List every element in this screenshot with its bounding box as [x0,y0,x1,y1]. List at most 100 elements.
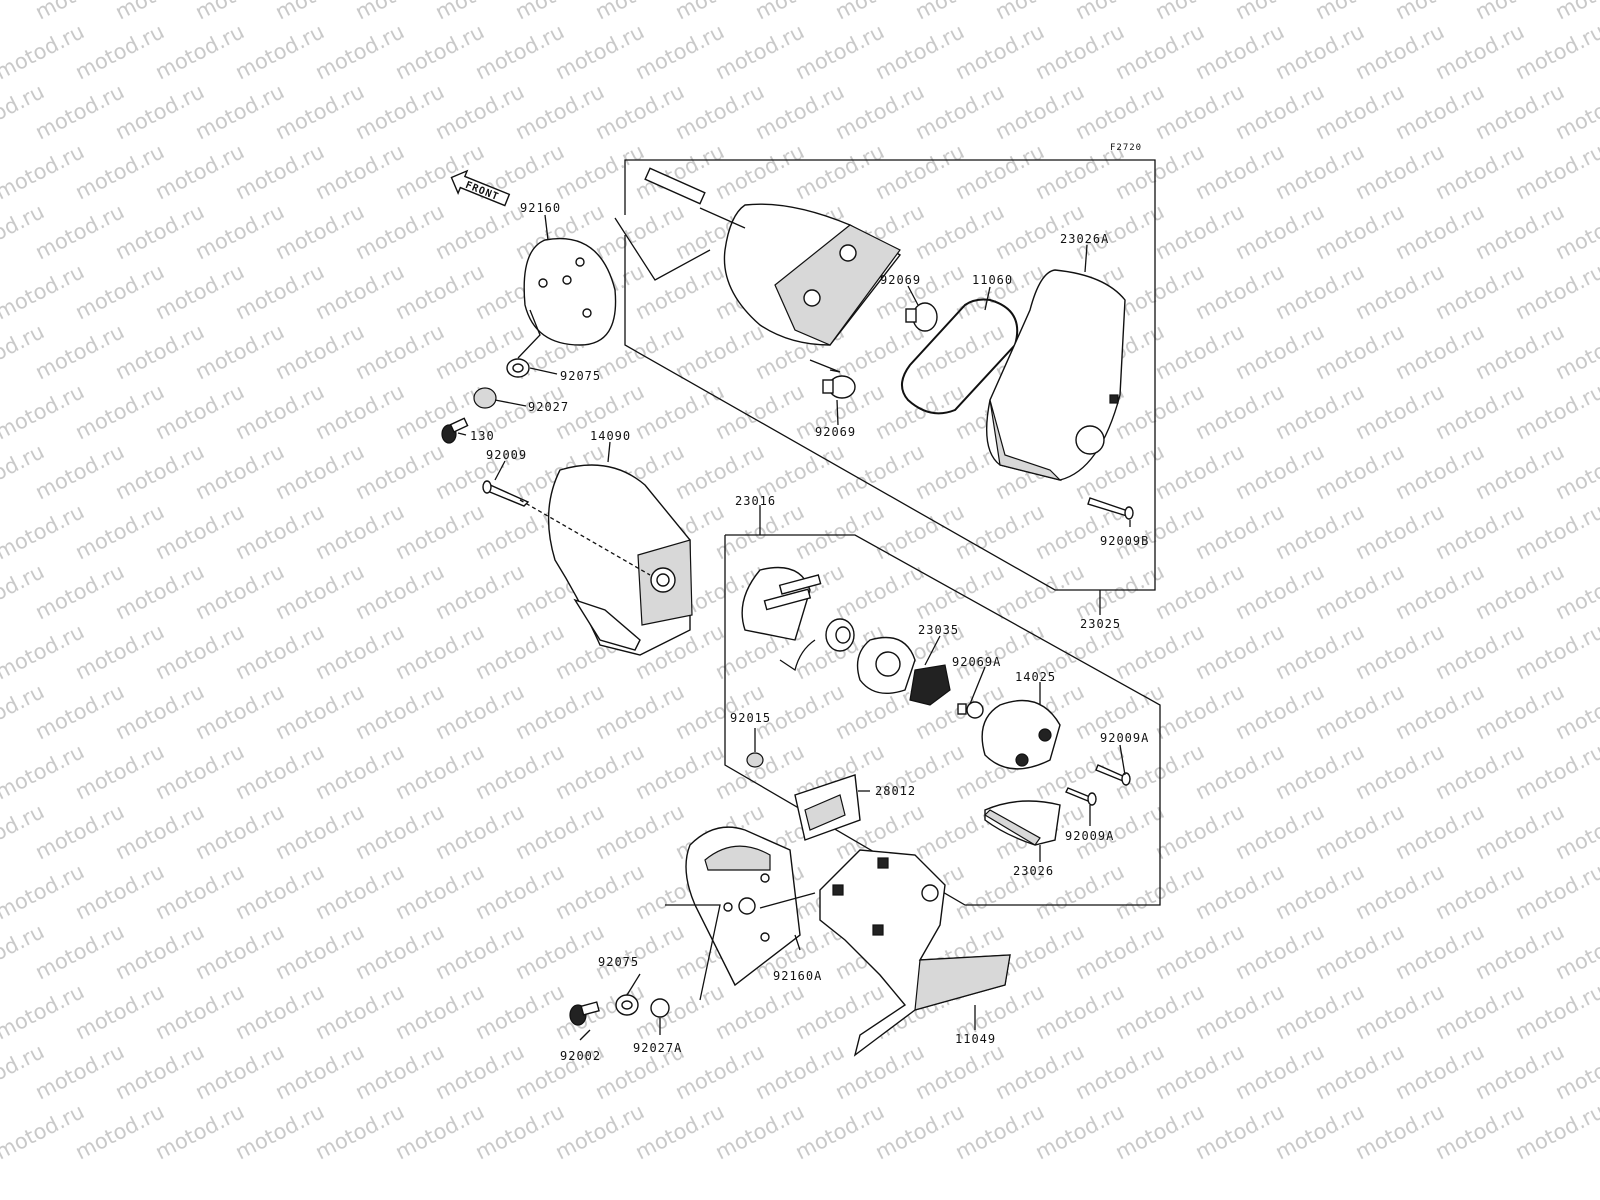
watermark-text: motod.ru [1511,139,1600,204]
part-23016-socket-base [741,566,822,641]
watermark-text: motod.ru [1151,679,1248,744]
watermark-text: motod.ru [1431,259,1528,324]
part-92069A-bulb [957,701,984,719]
watermark-text: motod.ru [391,859,488,924]
watermark-text: motod.ru [831,559,928,624]
watermark-text: motod.ru [591,199,688,264]
watermark-text: motod.ru [391,499,488,564]
watermark-text: motod.ru [111,319,208,384]
watermark-text: motod.ru [1271,259,1368,324]
watermark-text: motod.ru [271,799,368,864]
watermark-text: motod.ru [1391,1039,1488,1104]
watermark-text: motod.ru [1511,859,1600,924]
watermark-text: motod.ru [1191,739,1288,804]
watermark-text: motod.ru [1191,379,1288,444]
watermark-text: motod.ru [1151,1039,1248,1104]
watermark-text: motod.ru [391,19,488,84]
part-14025-cover [981,699,1061,770]
watermark-text: motod.ru [431,199,528,264]
part-92009B-screw [1087,497,1134,520]
watermark-text: motod.ru [1071,559,1168,624]
watermark-text: motod.ru [31,559,128,624]
watermark-text: motod.ru [1351,19,1448,84]
watermark-text: motod.ru [391,1099,488,1164]
watermark-text: motod.ru [151,259,248,324]
part-11049-bracket [819,849,1011,1057]
label-92075-lower: 92075 [598,955,639,969]
watermark-text: motod.ru [1511,19,1600,84]
watermark-text: motod.ru [1271,1099,1368,1164]
watermark-text: motod.ru [1231,199,1328,264]
watermark-text: motod.ru [471,1099,568,1164]
watermark-text: motod.ru [671,1039,768,1104]
watermark-text: motod.ru [351,79,448,144]
watermark-text: motod.ru [471,859,568,924]
watermark-text: motod.ru [151,739,248,804]
watermark-text: motod.ru [631,739,728,804]
watermark-text: motod.ru [791,1099,888,1164]
watermark-text: motod.ru [151,619,248,684]
watermark-text: motod.ru [311,259,408,324]
watermark-text: motod.ru [111,439,208,504]
watermark-text: motod.ru [271,919,368,984]
watermark-text: motod.ru [431,919,528,984]
watermark-text: motod.ru [111,679,208,744]
watermark-text: motod.ru [351,919,448,984]
label-92027A: 92027A [633,1041,682,1055]
watermark-text: motod.ru [391,979,488,1044]
watermark-text: motod.ru [871,1099,968,1164]
watermark-text: motod.ru [191,1039,288,1104]
watermark-text: motod.ru [311,379,408,444]
watermark-text: motod.ru [471,619,568,684]
watermark-text: motod.ru [511,919,608,984]
watermark-text: motod.ru [231,979,328,1044]
part-11060-gasket [901,298,1019,415]
watermark-text: motod.ru [1111,19,1208,84]
watermark-text: motod.ru [1231,1039,1328,1104]
label-14090: 14090 [590,429,631,443]
watermark-text: motod.ru [1191,19,1288,84]
watermark-text: motod.ru [71,259,168,324]
watermark-text: motod.ru [0,979,88,1044]
watermark-text: motod.ru [1151,439,1248,504]
watermark-text: motod.ru [311,139,408,204]
label-92069-upper: 92069 [880,273,921,287]
watermark-text: motod.ru [1391,679,1488,744]
part-23035-reflector [856,636,916,694]
part-130-bolt [441,417,469,444]
label-28012: 28012 [875,784,916,798]
watermark-text: motod.ru [71,1099,168,1164]
part-23035-bracket [909,664,951,706]
watermark-text: motod.ru [911,79,1008,144]
watermark-text: motod.ru [871,139,968,204]
watermark-text: motod.ru [1031,1099,1128,1164]
label-23016: 23016 [735,494,776,508]
watermark-text: motod.ru [271,679,368,744]
watermark-text: motod.ru [111,559,208,624]
watermark-text: motod.ru [111,199,208,264]
watermark-text: motod.ru [1191,259,1288,324]
watermark-text: motod.ru [1311,799,1408,864]
watermark-text: motod.ru [231,139,328,204]
label-14025: 14025 [1015,670,1056,684]
watermark-text: motod.ru [311,19,408,84]
watermark-text: motod.ru [351,199,448,264]
watermark-text: motod.ru [911,199,1008,264]
watermark-text: motod.ru [71,979,168,1044]
watermark-text: motod.ru [191,439,288,504]
watermark-text: motod.ru [1191,499,1288,564]
part-92075-washer [506,358,530,378]
watermark-text: motod.ru [1151,79,1248,144]
watermark-text: motod.ru [31,799,128,864]
watermark-text: motod.ru [271,559,368,624]
watermark-text: motod.ru [1271,499,1368,564]
watermark-text: motod.ru [1111,979,1208,1044]
watermark-text: motod.ru [511,79,608,144]
watermark-text: motod.ru [191,199,288,264]
watermark-text: motod.ru [71,379,168,444]
watermark-text: motod.ru [831,1039,928,1104]
watermark-text: motod.ru [31,1039,128,1104]
group-outline-23025 [624,159,1156,591]
watermark-text: motod.ru [1471,799,1568,864]
watermark-text: motod.ru [1111,1099,1208,1164]
